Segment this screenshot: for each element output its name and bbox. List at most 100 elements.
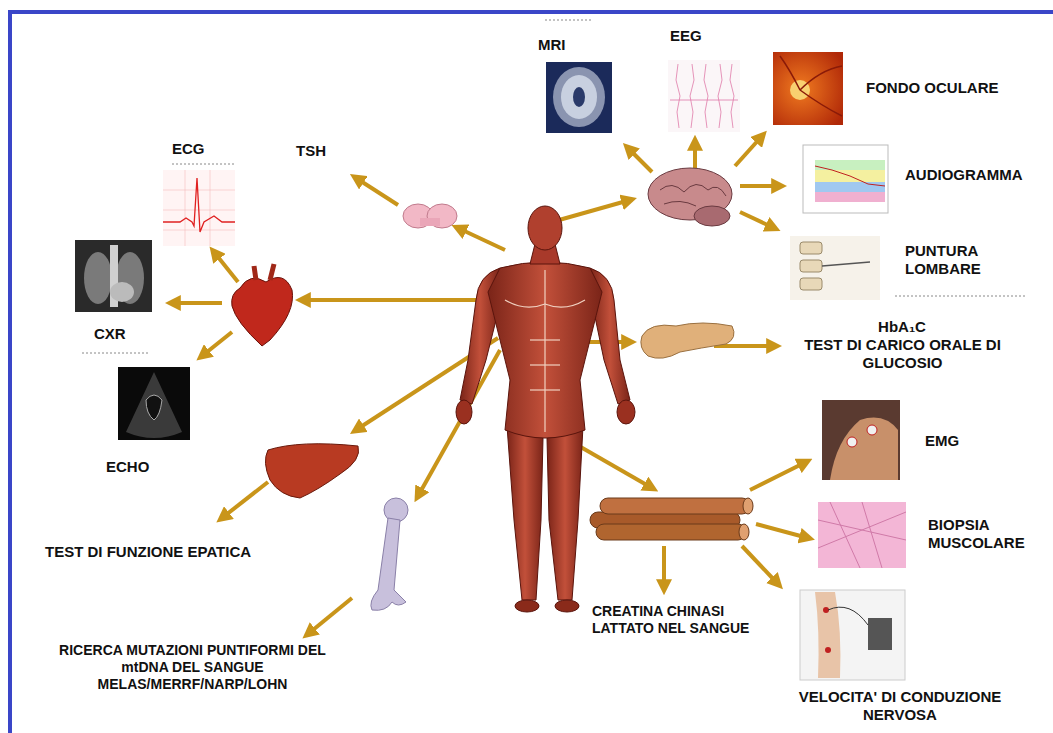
eeg-image (668, 60, 740, 132)
pancreas (641, 323, 734, 358)
muscle-fibers-part (600, 498, 750, 514)
human-body-part-part (530, 364, 560, 365)
arrows-part (740, 212, 774, 228)
arrows-part (693, 142, 697, 168)
audiogram-image-part (803, 145, 888, 213)
arrows-part (662, 546, 666, 588)
dotted-rules-part (895, 296, 1025, 297)
emg-image-part (830, 418, 898, 480)
test-label: AUDIOGRAMMA (905, 166, 1045, 184)
bone (371, 498, 408, 610)
heart-part (232, 278, 293, 347)
echo-image-part (126, 372, 182, 438)
test-label: TSH (296, 142, 356, 160)
mri-image-part (553, 67, 605, 127)
muscle-fibers-part (739, 524, 749, 540)
eeg-image-part (668, 60, 740, 132)
ecg-image-part (163, 178, 235, 232)
fundus-image (773, 52, 843, 125)
arrows-part (552, 200, 630, 222)
mri-image-part (546, 62, 612, 133)
ecg-image-part-part (163, 230, 235, 231)
arrows-part (458, 228, 505, 250)
echo-image (118, 367, 190, 440)
arrows-part (742, 546, 778, 584)
ecg-image (163, 170, 235, 246)
test-label: CREATINA CHINASI LATTATO NEL SANGUE (592, 603, 767, 637)
audiogram-image-part (815, 192, 885, 202)
page-frame (10, 12, 1053, 733)
eeg-image-part (670, 64, 738, 128)
human-body-part (515, 600, 539, 612)
muscle-biopsy-image (818, 502, 906, 568)
test-label: BIOPSIA MUSCOLARE (928, 516, 1046, 552)
pancreas-part (641, 323, 734, 358)
human-body-part (488, 262, 602, 438)
human-body-part-part (530, 389, 560, 390)
test-label: FONDO OCULARE (866, 79, 1041, 97)
arrows-part (214, 252, 238, 282)
brain-part (660, 184, 726, 196)
arrows-part (356, 178, 398, 205)
audiogram-image-part (815, 182, 885, 192)
brain (648, 168, 732, 226)
ecg-image-part-part (185, 170, 186, 246)
human-body-part (505, 270, 585, 432)
human-body-part-part (530, 339, 560, 340)
chest-xray (75, 240, 152, 312)
human-body-part (617, 400, 635, 424)
liver-part (265, 444, 358, 498)
nerve-conduction-image-part (868, 618, 892, 650)
nerve-conduction-image-part (828, 607, 868, 625)
mri-image (546, 62, 612, 133)
test-label: TEST DI FUNZIONE EPATICA (45, 543, 325, 561)
eeg-image-part-part (676, 64, 680, 128)
human-body-part (528, 206, 562, 250)
nerve-conduction-image-part (825, 647, 831, 653)
ecg-image-part (163, 170, 235, 246)
arrows-part (222, 482, 268, 518)
liver (265, 444, 358, 498)
muscle-fibers-part (743, 498, 753, 514)
arrows-part (308, 598, 352, 634)
arrows-part (756, 524, 808, 538)
human-body (456, 206, 635, 612)
mri-image-part (561, 75, 597, 119)
test-label: ECHO (106, 458, 176, 476)
arrows-part (202, 332, 232, 356)
human-body-part-part (505, 300, 585, 307)
test-label: VELOCITA' DI CONDUZIONE NERVOSA (790, 688, 1010, 724)
audiogram-image-part (815, 166, 885, 186)
dotted-rules-part (545, 20, 592, 21)
heart (232, 264, 293, 346)
test-label: TEST DI CARICO ORALE DI GLUCOSIO (790, 336, 1015, 372)
chest-xray-part (110, 282, 134, 302)
lumbar-puncture-image (790, 236, 880, 300)
arrows-part (740, 184, 780, 188)
ecg-image-part (163, 170, 235, 246)
test-label: PUNTURA LOMBARE (905, 242, 1027, 278)
nerve-conduction-image (800, 590, 905, 680)
fundus-image-part (780, 56, 842, 116)
nerve-conduction-image-part (800, 590, 905, 680)
lumbar-puncture-image-part (800, 260, 822, 272)
test-label: HbA₁C (842, 318, 962, 336)
test-label: ECG (172, 140, 232, 158)
chest-xray-part (75, 240, 152, 312)
emg-image-part (822, 400, 900, 480)
test-label: EMG (925, 432, 995, 450)
human-body-part (456, 400, 472, 424)
eeg-image-part-part (690, 64, 694, 128)
muscle-biopsy-image-part (818, 502, 906, 568)
human-body-part (507, 426, 543, 600)
mri-image-part (573, 87, 585, 107)
arrows (172, 136, 808, 634)
thyroid-part (420, 218, 440, 226)
arrows-part (418, 350, 500, 496)
emg-image-part (867, 425, 877, 435)
echo-image-part (146, 395, 162, 420)
bone-part (371, 518, 406, 610)
test-label: CXR (94, 325, 154, 343)
lumbar-puncture-image-part (800, 278, 822, 290)
